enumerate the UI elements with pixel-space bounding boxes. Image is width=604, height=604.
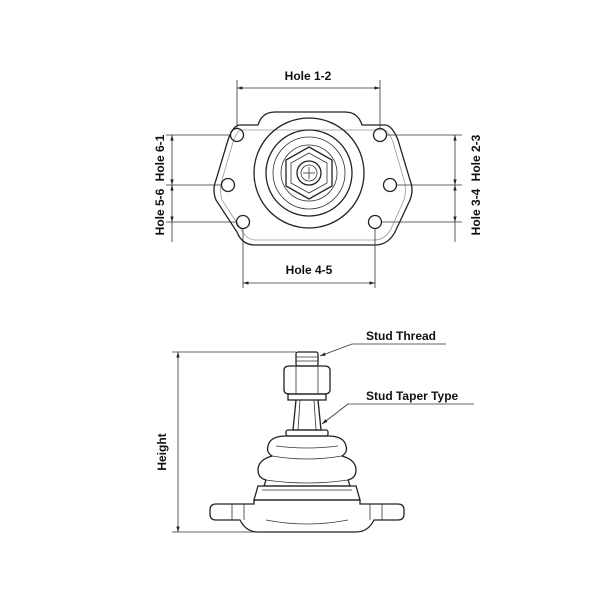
label-hole-2-3: Hole 2-3: [469, 134, 483, 181]
label-hole-1-2: Hole 1-2: [285, 69, 332, 83]
stud-taper: [292, 399, 322, 431]
label-stud-thread: Stud Thread: [366, 329, 436, 343]
stud-core: [300, 164, 318, 182]
dim-hole-1-2: Hole 1-2: [236, 69, 381, 128]
label-stud-taper-type: Stud Taper Type: [366, 389, 459, 403]
hex-nut-chamfer: [290, 152, 328, 194]
boss-outer: [253, 117, 365, 229]
label-hole-6-1: Hole 6-1: [153, 134, 167, 181]
boss-collar: [280, 144, 338, 202]
boss-inner: [272, 136, 346, 210]
washer: [287, 393, 327, 401]
label-hole-4-5: Hole 4-5: [286, 263, 333, 277]
hole-1: [229, 127, 245, 143]
label-hole-3-4: Hole 3-4: [469, 188, 483, 235]
flange-side: [209, 499, 405, 533]
nut-side: [283, 365, 331, 395]
mounting-holes: [220, 127, 398, 230]
dim-left: Hole 6-1 Hole 5-6: [153, 134, 236, 242]
top-view: Hole 1-2 Hole 4-5 Hole 6-1 Hole 5-6: [153, 69, 483, 288]
boss-ring: [265, 129, 353, 217]
hole-3: [382, 177, 398, 193]
label-hole-5-6: Hole 5-6: [153, 188, 167, 235]
dim-right: Hole 2-3 Hole 3-4: [382, 134, 483, 242]
flange-plate-outline: [213, 111, 413, 246]
dim-height: Height: [155, 351, 296, 533]
stud-end: [296, 160, 322, 186]
hex-nut: [285, 146, 333, 200]
leader-stud-thread: Stud Thread: [319, 329, 446, 357]
neck-ring: [285, 429, 329, 437]
rubber-boot: [257, 435, 357, 487]
label-height: Height: [155, 433, 169, 470]
stud-tip: [295, 351, 319, 367]
hole-2: [372, 127, 388, 143]
housing: [253, 485, 361, 501]
side-view: Height Stud Thread Stud Taper Type: [155, 329, 474, 533]
hole-5: [235, 214, 251, 230]
leader-stud-taper: Stud Taper Type: [321, 389, 474, 425]
flange-plate-inner-edge: [220, 129, 406, 241]
dim-hole-4-5: Hole 4-5: [242, 229, 376, 288]
hole-4: [367, 214, 383, 230]
hole-6: [220, 177, 236, 193]
